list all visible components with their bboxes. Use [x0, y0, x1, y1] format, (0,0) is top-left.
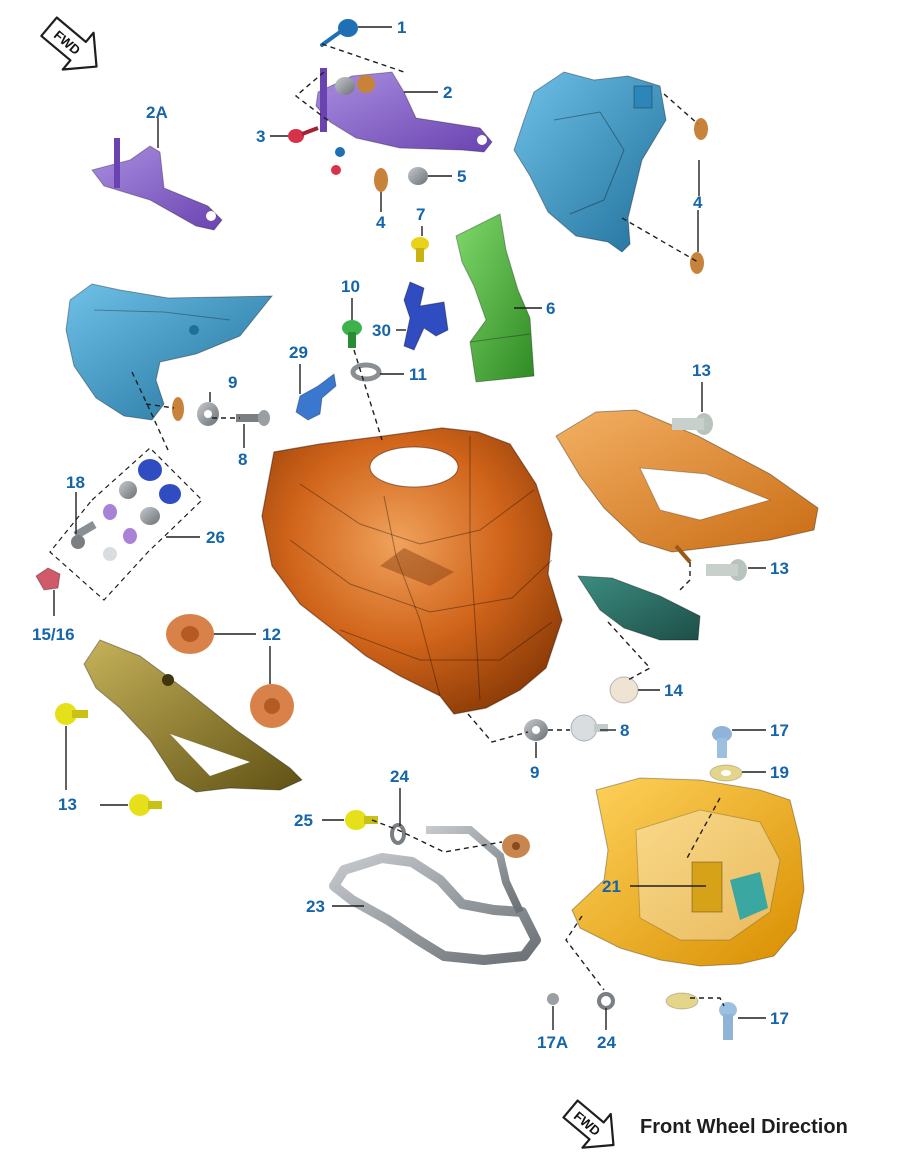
callout-6: 6: [546, 299, 555, 318]
callout-24-upper: 24: [390, 767, 409, 786]
part-17-bolt-upper: [712, 726, 732, 758]
part-15-16-cap: [35, 567, 61, 591]
callout-12: 12: [262, 625, 281, 644]
part-18-screw: [71, 521, 97, 549]
part-13-screw-yellow-lower: [129, 794, 162, 816]
callout-1: 1: [397, 18, 406, 37]
yellow-fairing: [571, 777, 805, 967]
part-12-spacer: [166, 614, 294, 728]
part-1-fastener: [320, 19, 358, 47]
callout-18: 18: [66, 473, 85, 492]
part-6-green-bracket: [455, 213, 535, 383]
part-4-grommet-right: [690, 118, 708, 274]
callout-9-left: 9: [228, 373, 237, 392]
callout-21: 21: [602, 877, 621, 896]
part-30-clip: [403, 281, 449, 351]
callout-26: 26: [206, 528, 225, 547]
callout-13-left: 13: [58, 795, 77, 814]
tank-cover: [261, 427, 563, 715]
part-8-bolt: [236, 410, 270, 426]
part-9-washer: [172, 397, 219, 426]
callout-24-lower: 24: [597, 1033, 616, 1052]
fwd-badge: FWD: [40, 16, 98, 71]
part-10-fastener: [342, 320, 362, 348]
part-9-washer-lower: [524, 719, 548, 741]
part-25-screw: [345, 810, 378, 830]
fwd-arrow-icon: FWD: [40, 16, 98, 71]
callout-8-left: 8: [238, 450, 247, 469]
olive-left-panel: [83, 639, 303, 793]
teal-panel: [577, 575, 701, 641]
part-2a-bracket: [91, 138, 223, 231]
part-2-bracket: [315, 68, 493, 153]
part-3-screw: [288, 126, 345, 175]
callout-3: 3: [256, 127, 265, 146]
legend-text: Front Wheel Direction: [640, 1115, 848, 1138]
part-19-washer: [709, 764, 743, 782]
left-upper-blue-panel: [65, 283, 274, 421]
part-4-grommet: [374, 168, 388, 192]
callout-13-top: 13: [692, 361, 711, 380]
callout-14: 14: [664, 681, 683, 700]
part-14-cap: [609, 676, 639, 704]
part-13-bolt-lower: [706, 559, 747, 581]
part-11-washer: [350, 362, 382, 382]
callout-8-lower: 8: [620, 721, 629, 740]
part-17a-screw: [547, 993, 559, 1005]
callout-2a: 2A: [146, 103, 168, 122]
callout-4-right: 4: [693, 193, 703, 212]
callout-9-lower: 9: [530, 763, 539, 782]
callout-17-lower: 17: [770, 1009, 789, 1028]
callout-29: 29: [289, 343, 308, 362]
part-13-bolt-upper: [672, 413, 713, 435]
callout-25: 25: [294, 811, 313, 830]
part-19-washer-lower: [665, 992, 699, 1010]
part-24-grommet-lower: [597, 992, 615, 1010]
callout-17-upper: 17: [770, 721, 789, 740]
assembly-dashed-lines: [131, 43, 725, 1007]
part-2-spacer: [335, 75, 375, 95]
fwd-arrow-icon: FWD: [562, 1099, 615, 1149]
part-24-grommet: [390, 823, 530, 858]
leader-lines: [53, 26, 766, 1030]
callout-30: 30: [372, 321, 391, 340]
callout-4-left: 4: [376, 213, 386, 232]
callout-labels: 1 2 2A 3 4 5 4 7 6 10 30 29 11 9 8 13 18…: [32, 18, 789, 1052]
upper-right-blue-panel: [513, 71, 667, 253]
part-8-bolt-lower: [570, 714, 608, 742]
callout-17a: 17A: [537, 1033, 568, 1052]
part-5-spacer: [408, 167, 428, 185]
part-23-frame: [329, 826, 541, 965]
callout-13-right: 13: [770, 559, 789, 578]
callout-23: 23: [306, 897, 325, 916]
callout-7: 7: [416, 205, 425, 224]
part-13-screw-yellow-upper: [55, 703, 88, 725]
callout-2: 2: [443, 83, 452, 102]
callout-15-16: 15/16: [32, 625, 75, 644]
callout-10: 10: [341, 277, 360, 296]
part-26-grommet-kit: [49, 447, 203, 601]
callout-19: 19: [770, 763, 789, 782]
part-29-clip: [295, 373, 337, 421]
part-17-bolt-lower: [719, 1002, 737, 1040]
callout-11: 11: [409, 365, 427, 384]
legend: FWD Front Wheel Direction: [558, 1095, 888, 1159]
right-orange-side-panel: [555, 409, 819, 564]
part-7-screw: [411, 237, 429, 262]
callout-5: 5: [457, 167, 466, 186]
